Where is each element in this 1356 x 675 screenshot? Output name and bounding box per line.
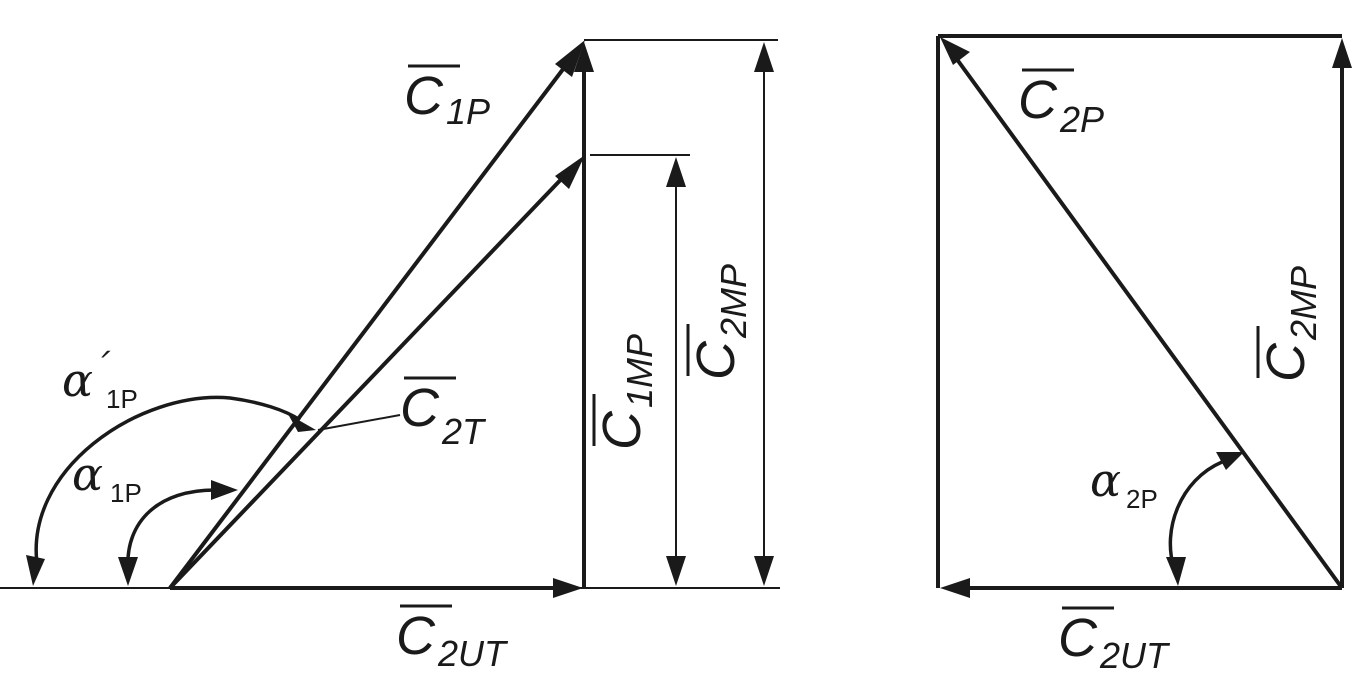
- label-c2mp-left: C 2MP: [686, 264, 754, 380]
- label-alpha2p-sub: 2P: [1126, 484, 1158, 514]
- arrowhead-arc-alpha1p-prime-end: [288, 414, 316, 432]
- label-c2ut-right-sub: 2UT: [1099, 635, 1171, 675]
- label-c2ut-left-main: C: [396, 606, 436, 666]
- label-alpha1p: α 1P: [72, 447, 142, 508]
- label-c2ut-right: C 2UT: [1058, 606, 1171, 675]
- arrowhead-c2t: [555, 155, 585, 189]
- label-alpha1p-prime-symbol: α: [62, 353, 93, 407]
- arc-alpha1p-prime: [34, 395, 301, 571]
- arrowhead-arc-alpha1p-start: [118, 557, 138, 586]
- label-c2mp-right-sub: 2MP: [1283, 266, 1324, 341]
- arrowhead-c1p: [555, 40, 585, 77]
- label-alpha1p-symbol: α: [72, 447, 103, 501]
- label-alpha2p: α 2P: [1090, 453, 1158, 514]
- arrowhead-vertical-left: [574, 42, 594, 72]
- arrowhead-c2ut-right: [940, 578, 970, 598]
- arrowhead-arc-alpha2p-start: [1166, 557, 1186, 586]
- label-c2t-sub: 2T: [441, 411, 487, 452]
- label-c2p-main: C: [1018, 70, 1058, 130]
- label-c1p-main: C: [404, 66, 444, 126]
- vector-c2t: [168, 168, 572, 590]
- arrowhead-arc-alpha1p-end: [211, 480, 238, 500]
- arc-alpha1p: [126, 488, 216, 571]
- arrowhead-c2p: [940, 37, 970, 65]
- arrowhead-c1mp-top: [666, 157, 686, 187]
- label-c1mp-main: C: [592, 410, 652, 450]
- arc-alpha2p: [1168, 460, 1223, 569]
- label-c2mp-right-main: C: [1256, 342, 1316, 382]
- arrowhead-c1mp-bottom: [666, 556, 686, 586]
- label-c2mp-left-main: C: [686, 340, 746, 380]
- label-c1mp-sub: 1MP: [619, 334, 660, 408]
- left-velocity-triangle: C 1P C 2T C 2UT C 1MP C 2MP α ´: [0, 39, 780, 674]
- label-alpha2p-symbol: α: [1090, 453, 1121, 507]
- vector-c1p: [168, 58, 572, 590]
- label-alpha1p-sub: 1P: [110, 478, 142, 508]
- vector-c2p: [954, 56, 1344, 590]
- arrowhead-c2ut-left: [553, 578, 583, 598]
- label-c2p: C 2P: [1018, 68, 1104, 140]
- label-c2t: C 2T: [400, 376, 487, 452]
- label-c2ut-left-sub: 2UT: [437, 633, 509, 674]
- label-alpha1p-prime-mark: ´: [92, 348, 111, 389]
- label-c2t-main: C: [400, 378, 440, 438]
- label-c1p: C 1P: [404, 64, 490, 132]
- leader-c2t: [317, 414, 401, 431]
- label-c1p-sub: 1P: [446, 91, 490, 132]
- label-c2mp-left-sub: 2MP: [713, 264, 754, 339]
- arrowhead-c2mp-left-top: [754, 42, 774, 72]
- label-c2ut-left: C 2UT: [396, 604, 509, 674]
- label-alpha1p-prime: α ´ 1P: [62, 348, 138, 414]
- arrowhead-arc-alpha1p-prime-start: [26, 555, 45, 586]
- arrowhead-arc-alpha2p-end: [1216, 452, 1244, 470]
- label-alpha1p-prime-sub: 1P: [106, 384, 138, 414]
- label-c2ut-right-main: C: [1058, 608, 1098, 668]
- arrowhead-c2mp-left-bottom: [754, 556, 774, 586]
- label-c2p-sub: 2P: [1059, 99, 1104, 140]
- label-c2mp-right: C 2MP: [1256, 266, 1324, 382]
- arrowhead-c2mp-right: [1332, 38, 1352, 68]
- right-velocity-triangle: C 2P C 2MP C 2UT α 2P: [936, 34, 1352, 675]
- label-c1mp: C 1MP: [592, 334, 660, 450]
